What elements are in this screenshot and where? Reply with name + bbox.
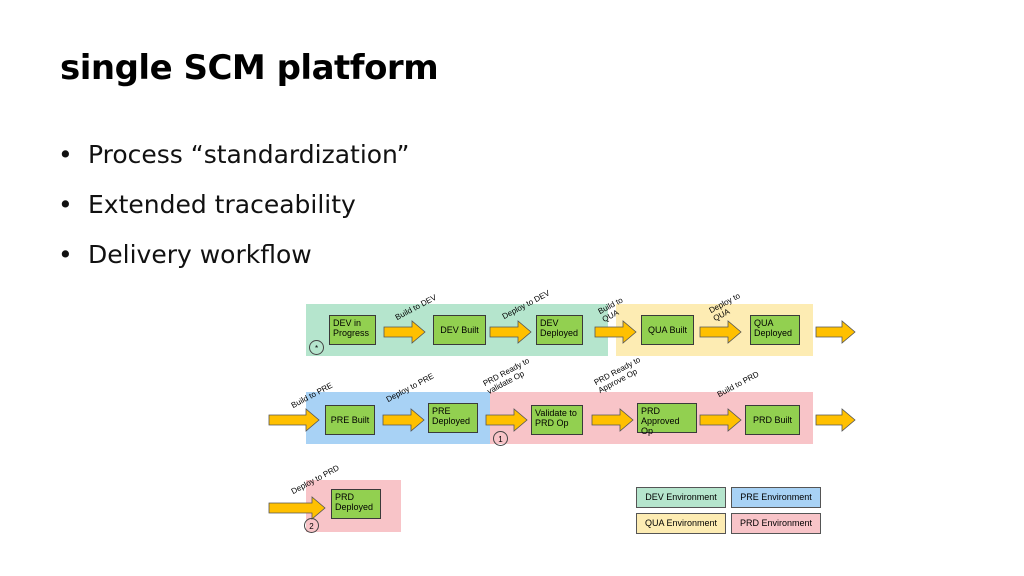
state-box-dev-in-progress: DEV in Progress [329,315,376,345]
arrow-deploy-qua [699,320,742,344]
bullet-list: •Process “standardization” •Extended tra… [58,142,409,292]
state-box-pre-deployed: PRE Deployed [428,403,478,433]
arrow-build-prd [699,408,742,432]
state-box-prd-deployed: PRD Deployed [331,489,381,519]
state-box-dev-deployed: DEV Deployed [536,315,583,345]
legend-prd-environment: PRD Environment [731,513,821,534]
state-box-dev-built: DEV Built [433,315,486,345]
state-box-qua-built: QUA Built [641,315,694,345]
arrow-build-dev [383,320,426,344]
state-box-validate-prd: Validate to PRD Op [531,405,583,435]
step-marker-2: 2 [304,518,319,533]
arrow-prd-ready-approve [591,408,634,432]
arrow-deploy-dev [489,320,532,344]
bullet-dot: • [58,190,73,219]
arrow-prd-ready-validate [485,408,528,432]
state-box-prd-approved: PRD Approved Op [637,403,697,436]
bullet-dot: • [58,140,73,169]
slide-title: single SCM platform [60,48,439,88]
arrow-dev-exit [815,320,856,344]
arrow-build-qua [594,320,637,344]
legend-dev-environment: DEV Environment [636,487,726,508]
arrow-build-pre [268,408,320,432]
bullet-item: •Extended traceability [58,190,356,219]
bullet-item: •Delivery workflow [58,240,312,269]
state-box-qua-deployed: QUA Deployed [750,315,800,345]
step-marker-1: 1 [493,431,508,446]
legend-qua-environment: QUA Environment [636,513,726,534]
state-box-prd-built: PRD Built [745,405,800,435]
bullet-dot: • [58,240,73,269]
arrow-deploy-pre [382,408,425,432]
bullet-item: •Process “standardization” [58,140,410,169]
start-marker: * [309,340,324,355]
arrow-prd-exit [815,408,856,432]
legend-pre-environment: PRE Environment [731,487,821,508]
arrow-deploy-prd [268,496,326,520]
state-box-pre-built: PRE Built [325,405,375,435]
